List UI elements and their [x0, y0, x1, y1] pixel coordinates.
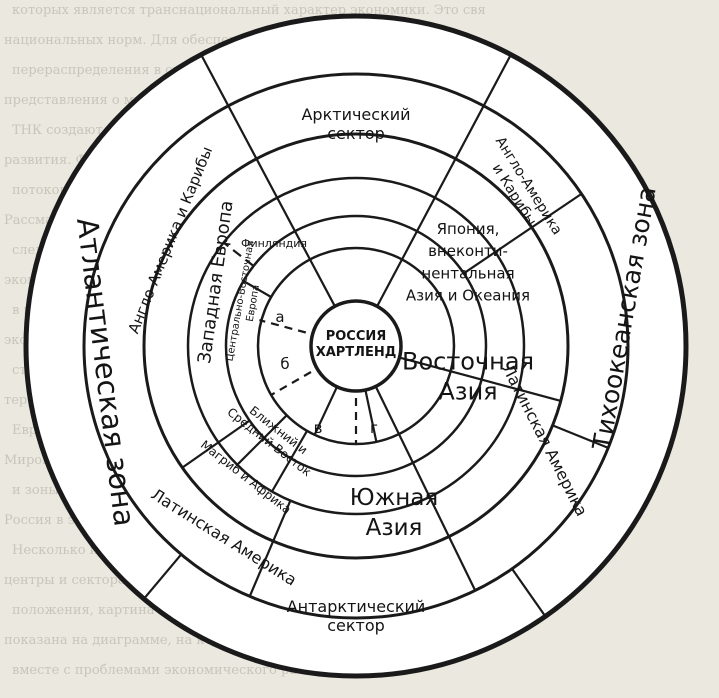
marker-v: в [314, 419, 323, 437]
center-label-russia: РОССИЯ [326, 329, 387, 344]
ring-ocean-zones [82, 72, 630, 620]
dash-finland-outer [222, 241, 255, 267]
sector-dividers [143, 54, 609, 617]
divider-inner-v-g [364, 389, 378, 443]
background-text-line: которых является транснациональный харак… [12, 3, 486, 18]
divider-outer-arctic-west [200, 54, 230, 107]
center-label-heartland: ХАРТЛЕНД [316, 345, 397, 360]
dash-b-v [270, 371, 312, 396]
divider-near-east [271, 430, 308, 493]
divider-east-asia-outer [481, 378, 562, 402]
divider-inner-b-v [313, 386, 338, 436]
ring-subregions [224, 214, 488, 478]
center-circle [309, 299, 403, 393]
label-finland: Финляндия [241, 237, 307, 250]
divider-outer-antarctic-west [143, 553, 183, 600]
divider-antarctic-east [374, 385, 477, 591]
divider-antarctic-west [248, 500, 292, 597]
divider-arctic-west [227, 105, 336, 307]
divider-maghreb [236, 414, 288, 466]
marker-b: б [280, 355, 289, 373]
ring-regions [186, 176, 526, 516]
divider-finland [242, 280, 272, 298]
ring-sectors [142, 132, 570, 560]
outer-ring [23, 13, 689, 679]
divider-anglo-america-right [463, 192, 583, 275]
divider-latin-america-left [181, 419, 251, 469]
marker-g: г [370, 419, 378, 437]
divider-latin-america-right [552, 424, 609, 449]
divider-outer-antarctic-east [511, 568, 547, 617]
divider-arctic-east [376, 105, 485, 307]
marker-a: а [275, 308, 284, 326]
background-text-line: вместе с проблемами экономического разви… [12, 663, 344, 678]
divider-outer-arctic-east [482, 54, 512, 107]
background-text-line: центры и сектора [4, 573, 126, 588]
divider-east-asia-upper [399, 356, 482, 381]
